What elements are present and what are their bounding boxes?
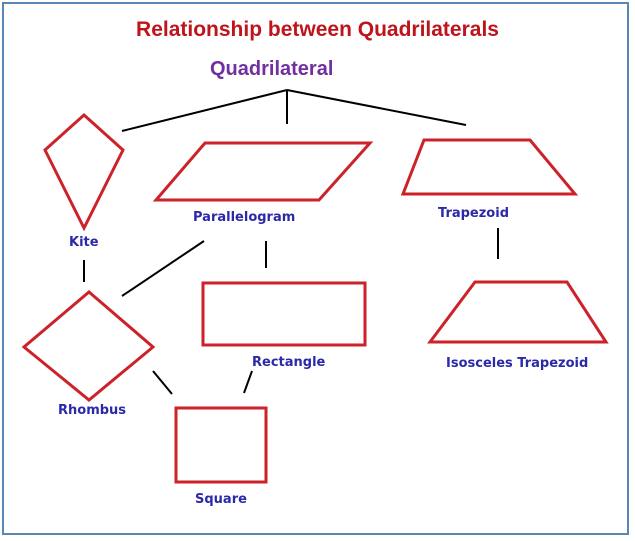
- connector-root-kite: [121, 89, 288, 132]
- diagram-title: Relationship between Quadrilaterals: [136, 18, 499, 41]
- connector-parallelogram-rhombus: [121, 240, 205, 297]
- root-label-quadrilateral: Quadrilateral: [210, 58, 334, 80]
- connector-root-trapezoid: [286, 89, 467, 126]
- kite-shape: [43, 112, 125, 232]
- trapezoid-shape: [400, 138, 579, 196]
- square-shape: [174, 406, 268, 484]
- parallelogram-shape: [152, 141, 374, 202]
- connector-rhombus-square: [152, 370, 173, 395]
- connector-rectangle-square: [243, 370, 253, 394]
- rectangle-shape: [201, 281, 367, 347]
- isosceles-trapezoid-shape: [427, 280, 609, 344]
- label-rectangle: Rectangle: [252, 355, 326, 370]
- connector-lines: [83, 89, 499, 395]
- diagram-frame: [2, 2, 629, 535]
- rhombus-shape: [21, 290, 156, 402]
- label-trapezoid: Trapezoid: [438, 206, 510, 221]
- label-isosceles-trapezoid: Isosceles Trapezoid: [446, 356, 589, 371]
- label-rhombus: Rhombus: [58, 403, 127, 418]
- label-square: Square: [195, 492, 247, 507]
- label-parallelogram: Parallelogram: [193, 210, 296, 225]
- label-kite: Kite: [69, 235, 99, 250]
